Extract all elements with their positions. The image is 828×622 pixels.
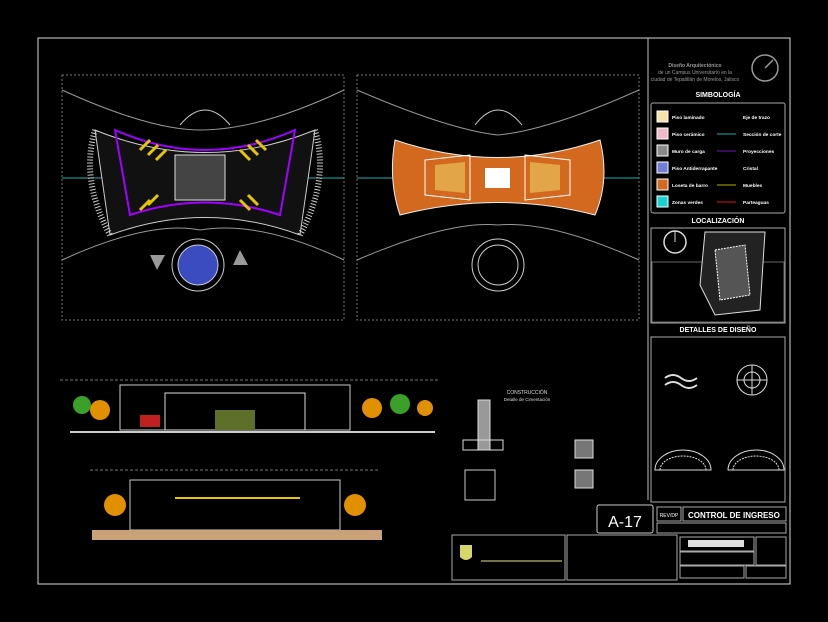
legend-swatch (656, 144, 669, 157)
legend-line-label: Parteaguas (743, 200, 769, 206)
location-title: LOCALIZACIÓN (692, 216, 745, 225)
sheet-frame (37, 37, 791, 585)
floor-plan-furnished (61, 74, 345, 321)
legend-title: SIMBOLOGÍA (695, 90, 740, 99)
project-header: Diseño Arquitectónico de un Campus Unive… (651, 54, 779, 83)
legend-line-label: Eje de trazo (743, 115, 770, 121)
legend-material-label: Piso laminado (672, 115, 705, 121)
svg-text:de un Campus Universitario en: de un Campus Universitario en la (658, 70, 732, 76)
legend-swatch (656, 178, 669, 191)
sheet-number: A-17 (608, 514, 642, 531)
legend-swatch (656, 161, 669, 174)
legend-swatch (656, 127, 669, 140)
legend-swatch (656, 110, 669, 123)
north-arrow-icon (751, 54, 779, 82)
svg-text:Diseño Arquitectónico: Diseño Arquitectónico (668, 63, 721, 69)
legend-material-label: Piso cerámico (672, 132, 705, 138)
legend-box (650, 102, 786, 214)
design-details (650, 336, 786, 503)
construction-subtitle: Detalle de Cimentación (504, 397, 551, 402)
legend-line-label: Proyecciones (743, 149, 775, 155)
title-block: A-17 REV/DP CONTROL DE INGRESO (451, 504, 787, 581)
legend-material-label: Loseta de barro (672, 183, 708, 189)
legend-swatch (656, 195, 669, 208)
floor-plan-finishes (356, 74, 640, 321)
construction-details: CONSTRUCCIÓN Detalle de Cimentación (462, 389, 594, 501)
details-title: DETALLES DE DISEÑO (680, 325, 757, 334)
location-map (650, 227, 786, 324)
construction-title: CONSTRUCCIÓN (507, 389, 548, 396)
university-shield-logo (460, 545, 472, 560)
legend-material-label: Muro de carga (672, 149, 705, 155)
legend-material-label: Piso Antiderrapante (672, 166, 718, 172)
legend-line-label: Sección de corte (743, 132, 782, 138)
svg-text:REV/DP: REV/DP (660, 513, 679, 519)
svg-text:ciudad de Tepatitlán de Morelo: ciudad de Tepatitlán de Morelos, Jalisco (651, 77, 740, 83)
front-elevation (60, 379, 440, 433)
legend-line-label: Cristal (743, 166, 758, 172)
legend-line-label: Muebles (743, 183, 763, 189)
sheet-title: CONTROL DE INGRESO (688, 511, 780, 520)
side-elevation (90, 469, 382, 540)
legend-material-label: Zonas verdes (672, 200, 703, 206)
